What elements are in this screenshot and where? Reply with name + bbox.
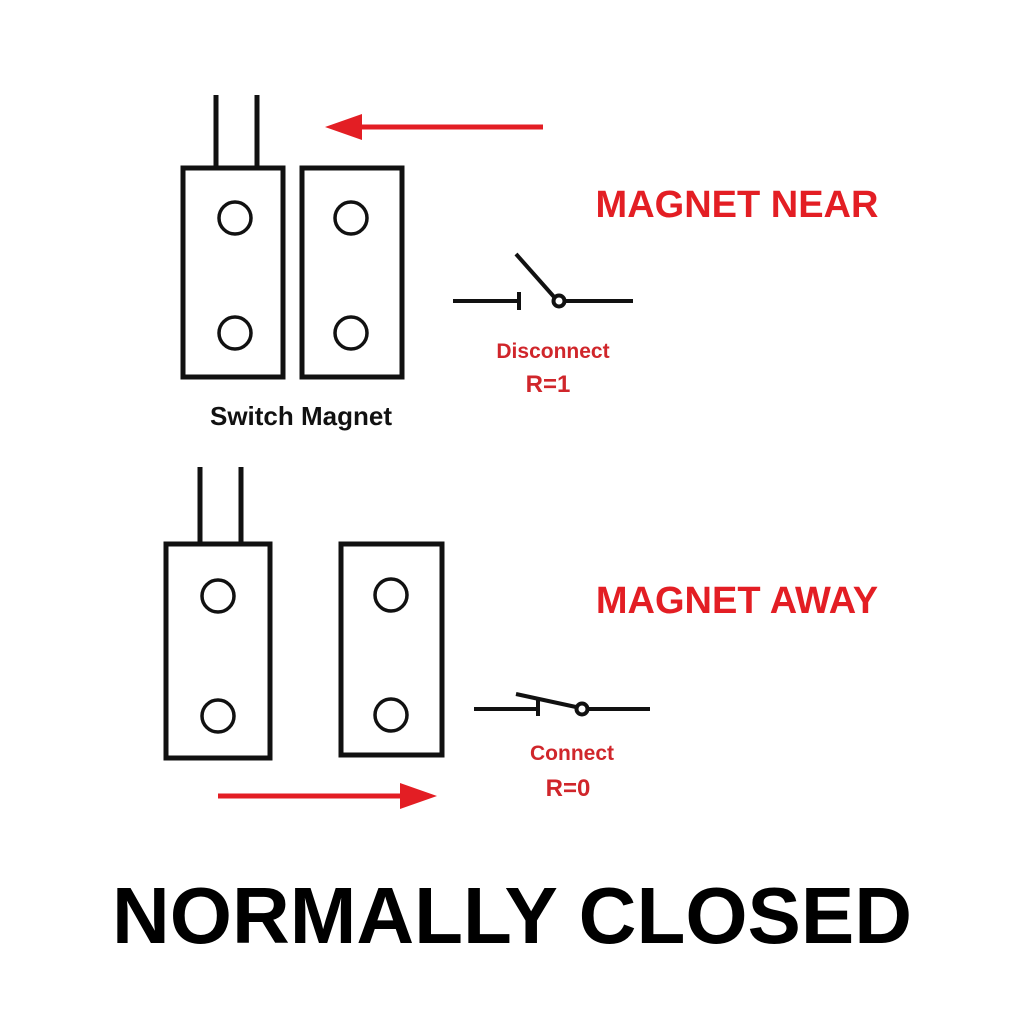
top-symbol-pivot <box>551 293 567 309</box>
bottom-switch-mount-hole-lower <box>200 698 236 734</box>
top-switch-housing <box>180 165 286 380</box>
bottom-arrow-head <box>400 783 437 809</box>
bottom-resistance-label: R=0 <box>546 775 591 802</box>
bottom-switch-housing <box>163 541 273 761</box>
top-switch-mount-hole-upper <box>217 200 253 236</box>
top-open-switch-symbol <box>453 252 633 310</box>
bottom-switch-state-label: Connect <box>530 742 614 765</box>
top-resistance-label: R=1 <box>526 371 571 398</box>
top-magnet-mount-hole-lower <box>333 315 369 351</box>
bottom-panel: MAGNET AWAY Connect R=0 <box>163 467 878 809</box>
component-label: Switch Magnet <box>210 401 392 431</box>
bottom-switch-mount-hole-upper <box>200 578 236 614</box>
top-switch-mount-hole-lower <box>217 315 253 351</box>
diagram-title: NORMALLY CLOSED <box>112 871 912 960</box>
bottom-magnet-mount-hole-upper <box>373 577 409 613</box>
top-switch-state-label: Disconnect <box>496 340 609 363</box>
top-symbol-blade-open <box>514 252 557 300</box>
top-panel: MAGNET NEAR Disconnect R=1 Switch Magnet <box>180 95 879 431</box>
top-arrow-left <box>325 114 543 140</box>
bottom-magnet-housing <box>338 541 445 758</box>
top-switch-body <box>180 95 286 380</box>
bottom-magnet-mount-hole-lower <box>373 697 409 733</box>
bottom-symbol-pivot <box>574 701 590 717</box>
bottom-arrow-right <box>218 783 437 809</box>
bottom-closed-switch-symbol <box>474 692 650 717</box>
bottom-state-heading: MAGNET AWAY <box>596 580 878 622</box>
top-magnet-body <box>299 165 405 380</box>
bottom-magnet-body <box>338 541 445 758</box>
bottom-symbol-blade-closed <box>515 692 577 709</box>
top-state-heading: MAGNET NEAR <box>596 184 879 226</box>
top-magnet-housing <box>299 165 405 380</box>
top-magnet-mount-hole-upper <box>333 200 369 236</box>
bottom-switch-body <box>163 467 273 761</box>
top-arrow-head <box>325 114 362 140</box>
